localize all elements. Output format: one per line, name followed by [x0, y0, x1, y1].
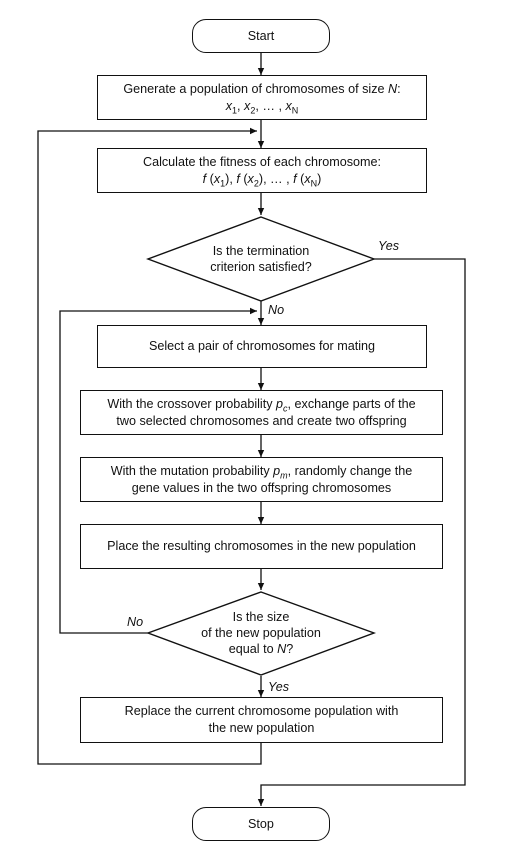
fitness-box: Calculate the fitness of each chromosome… [97, 148, 427, 193]
generate-line-2: x1, x2, … , xN [226, 98, 299, 115]
generate-seq-subscript-0: 1 [232, 105, 238, 116]
fitness-seq-paren-open-0: ( [206, 171, 214, 186]
size-yes-label: Yes [268, 680, 290, 694]
replace-population-box: Replace the current chromosome populatio… [80, 697, 443, 743]
fitness-seq-paren-close-1: ) [258, 171, 264, 186]
fitness-seq-paren-close-0: ) [225, 171, 230, 186]
crossover-box: With the crossover probability pc, excha… [80, 390, 443, 435]
fitness-seq-separator-0: , [229, 171, 237, 186]
generate-seq-var-2: x [285, 98, 292, 113]
termination-question: Is the termination criterion satisfied? [210, 244, 312, 274]
start-label: Start [247, 28, 275, 43]
stop-terminal: Stop [192, 807, 330, 841]
stop-label: Stop [248, 816, 274, 831]
termination-no-label: No [268, 303, 285, 317]
fitness-seq-subscript-1: 2 [253, 178, 259, 189]
termination-decision-shape [145, 216, 377, 302]
generate-seq-subscript-2: N [291, 105, 299, 116]
loop-size-no-to-select [59, 307, 257, 634]
fitness-line-2: f (x1), f (x2), … , f (xN) [203, 171, 322, 188]
generate-population-box: Generate a population of chromosomes of … [97, 75, 427, 120]
fitness-seq-function-2: f [293, 171, 297, 186]
fitness-seq-paren-close-2: ) [317, 171, 322, 186]
select-pair-box: Select a pair of chromosomes for mating [97, 325, 427, 368]
fitness-seq-subscript-0: 1 [220, 178, 226, 189]
fitness-seq-function-1: f [236, 171, 240, 186]
generate-seq-var-0: x [225, 98, 233, 113]
loop-replace-to-fitness [37, 127, 262, 765]
generate-seq-var-1: x [244, 98, 251, 113]
generate-line-1: Generate a population of chromosomes of … [123, 81, 401, 96]
fitness-seq-function-0: f [202, 171, 207, 186]
fitness-seq-paren-open-1: ( [239, 171, 248, 186]
termination-yes-label: Yes [378, 239, 400, 253]
fitness-line-1: Calculate the fitness of each chromosome… [142, 154, 381, 169]
place-chromosomes-box: Place the resulting chromosomes in the n… [80, 524, 443, 569]
generate-seq-separator-0: , [237, 98, 245, 113]
generate-seq-separator-1: , … , [255, 98, 286, 113]
arrow-termination-yes-to-stop [257, 258, 466, 806]
fitness-seq-var-1: x [247, 171, 254, 186]
mutation-box: With the mutation probability pm, random… [80, 457, 443, 502]
start-terminal: Start [192, 19, 330, 53]
mutation-line-2: gene values in the two offspring chromos… [131, 480, 392, 495]
fitness-seq-var-2: x [304, 171, 311, 186]
fitness-seq-var-0: x [213, 171, 221, 186]
mutation-line-1: With the mutation probability pm, random… [110, 463, 413, 481]
generate-seq-subscript-1: 2 [250, 105, 256, 116]
fitness-seq-paren-open-2: ( [296, 171, 305, 186]
fitness-seq-separator-1: , … , [263, 171, 294, 186]
fitness-seq-subscript-2: N [310, 178, 318, 189]
crossover-line-1: With the crossover probability pc, excha… [107, 396, 416, 414]
crossover-line-2: two selected chromosomes and create two … [116, 413, 407, 428]
size-decision-shape [145, 591, 377, 676]
size-question: Is the size of the new population equal … [201, 610, 321, 656]
size-no-label: No [127, 615, 144, 629]
